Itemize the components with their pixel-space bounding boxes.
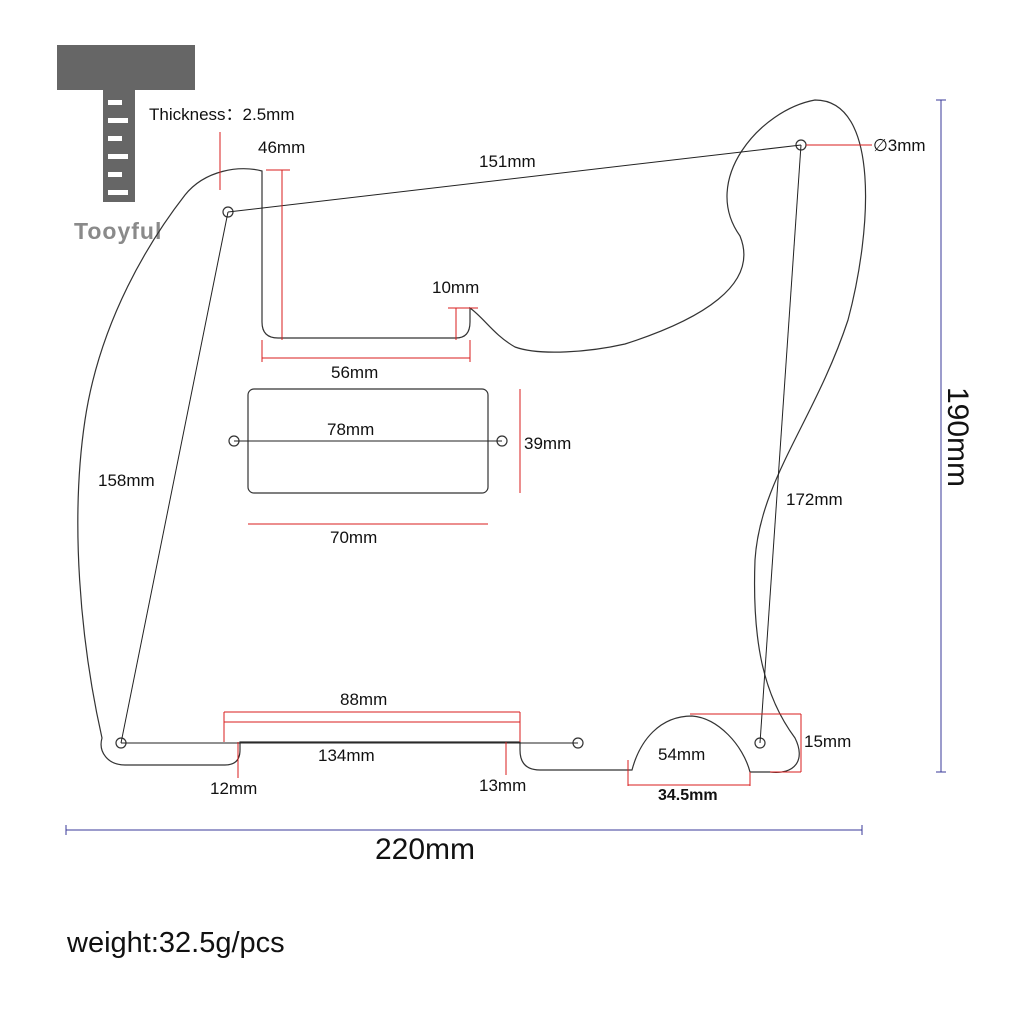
overall-dimension-lines bbox=[65, 99, 946, 835]
dim-172mm: 172mm bbox=[786, 490, 843, 509]
dim-12mm: 12mm bbox=[210, 779, 257, 798]
brand-logo: Tooyful bbox=[57, 45, 195, 244]
dim-13mm: 13mm bbox=[479, 776, 526, 795]
dim-70mm: 70mm bbox=[330, 528, 377, 547]
dim-46mm: 46mm bbox=[258, 138, 305, 157]
dim-88mm: 88mm bbox=[340, 690, 387, 709]
dim-158mm: 158mm bbox=[98, 471, 155, 490]
thickness-label: Thickness：2.5mm bbox=[149, 105, 294, 124]
pickguard-outline bbox=[77, 99, 867, 773]
dimension-lines bbox=[219, 132, 872, 786]
dim-10mm: 10mm bbox=[432, 278, 479, 297]
dim-39mm: 39mm bbox=[524, 434, 571, 453]
dim-hole-diameter: ∅3mm bbox=[873, 136, 926, 155]
screw-holes bbox=[115, 139, 807, 749]
dim-15mm: 15mm bbox=[804, 732, 851, 751]
dim-220mm: 220mm bbox=[375, 833, 475, 866]
weight-label: weight:32.5g/pcs bbox=[66, 927, 285, 959]
dim-151mm: 151mm bbox=[479, 152, 536, 171]
dim-78mm: 78mm bbox=[327, 420, 374, 439]
dim-56mm: 56mm bbox=[331, 363, 378, 382]
brand-name: Tooyful bbox=[74, 218, 162, 244]
dim-134mm: 134mm bbox=[318, 746, 375, 765]
dim-54mm: 54mm bbox=[658, 745, 705, 764]
dim-190mm: 190mm bbox=[941, 387, 974, 487]
dim-34-5mm: 34.5mm bbox=[658, 787, 718, 804]
reference-lines bbox=[120, 144, 802, 744]
